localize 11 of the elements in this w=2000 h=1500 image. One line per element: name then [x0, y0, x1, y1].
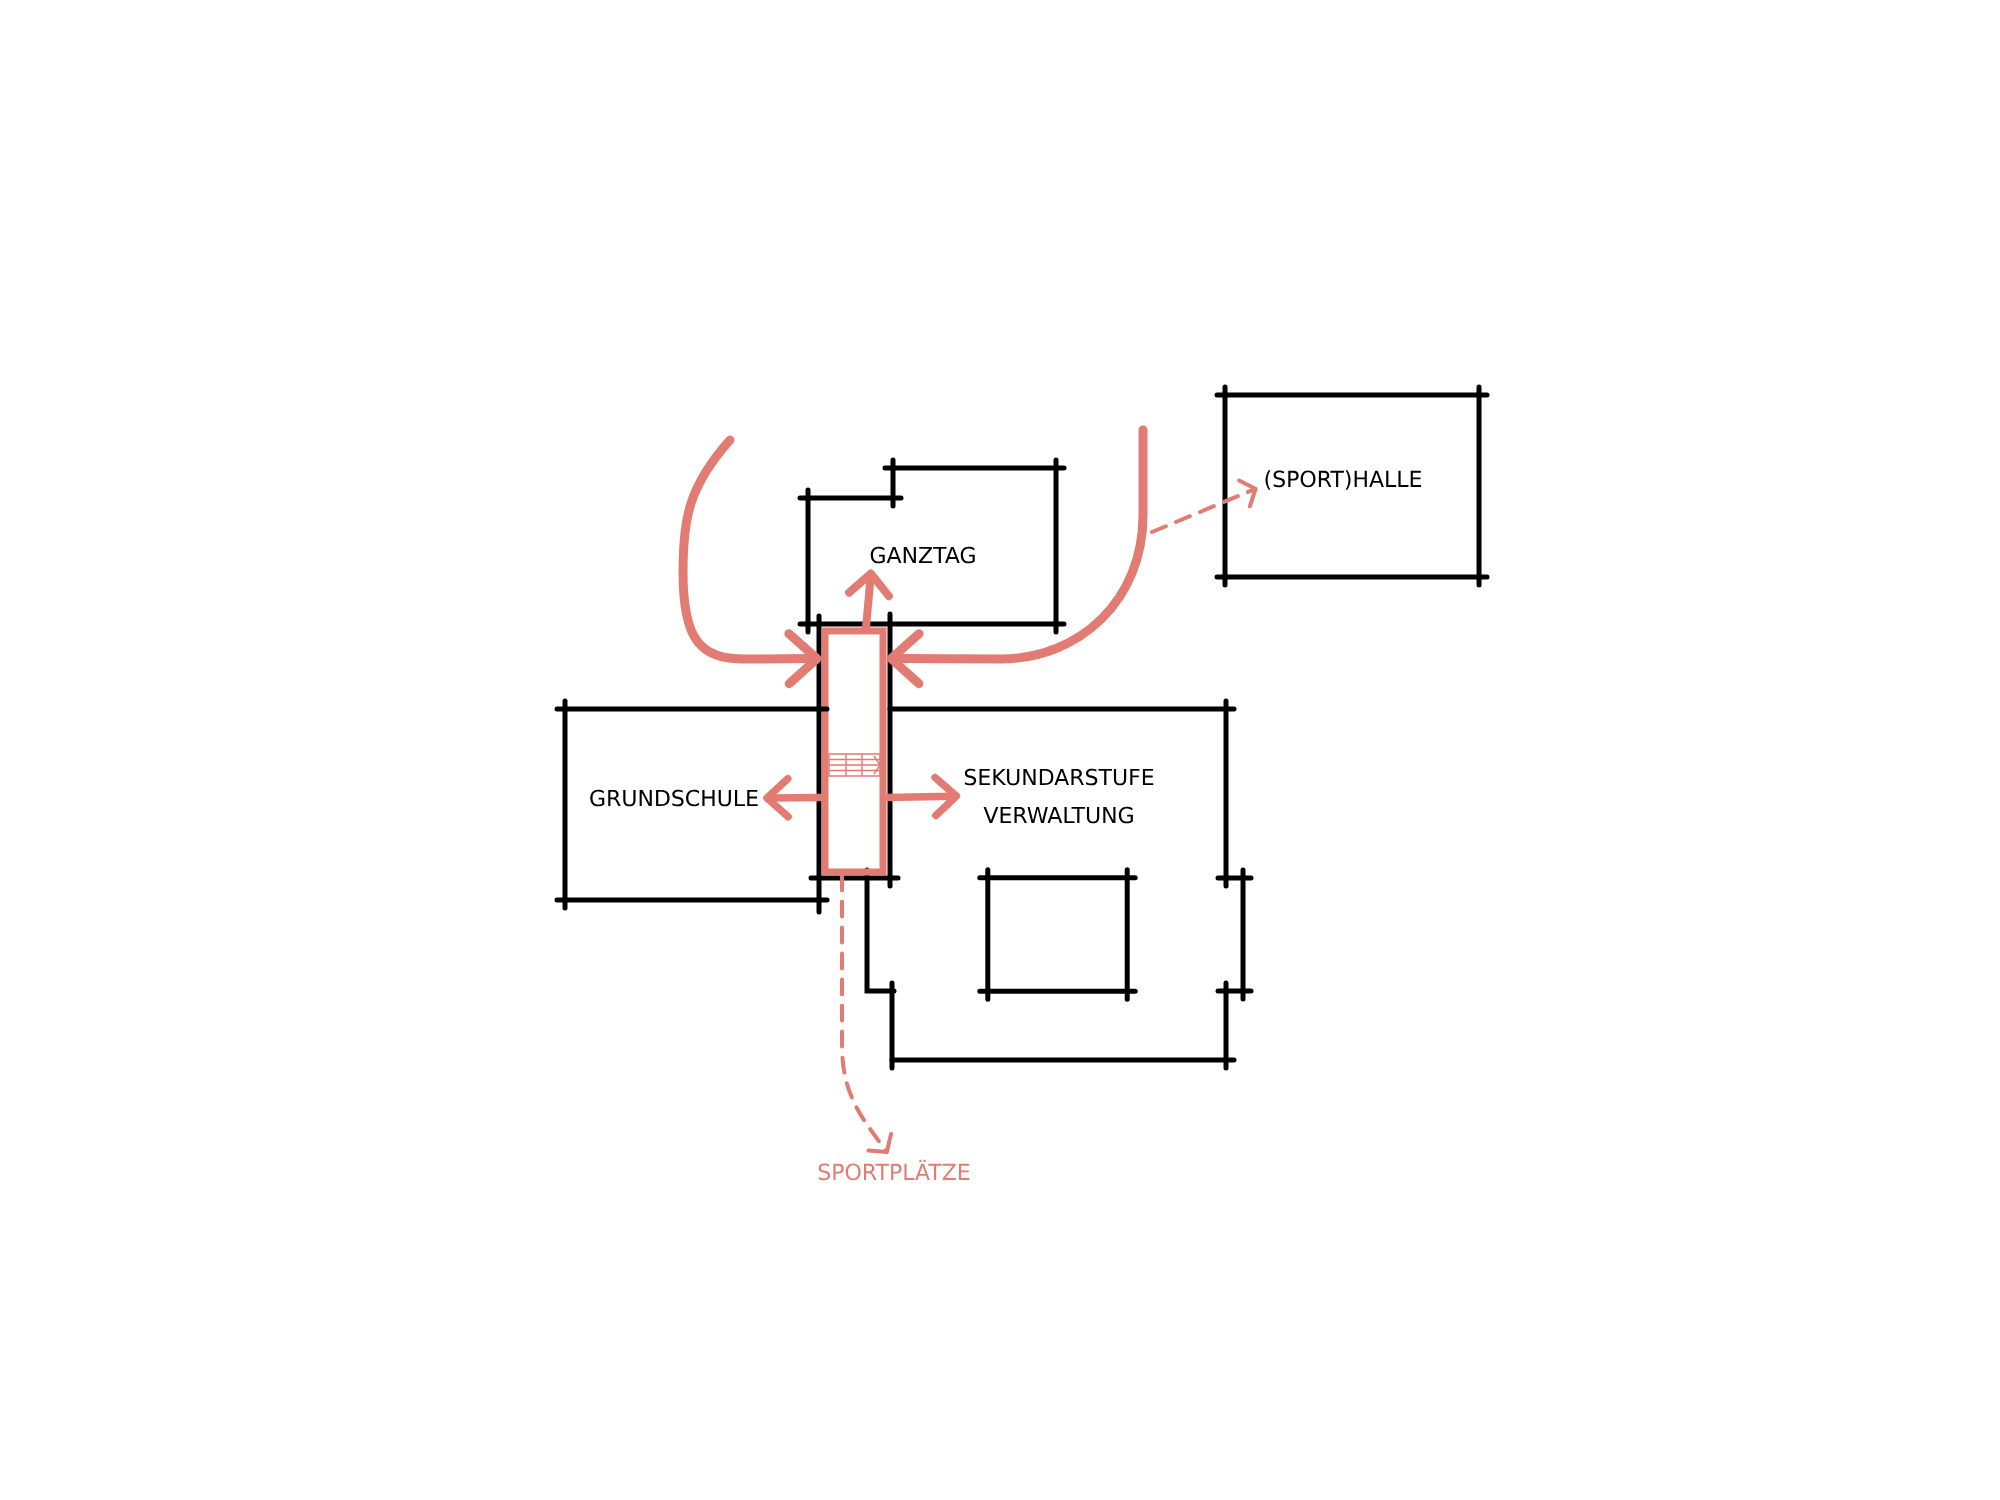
dashed-arrow [1150, 478, 1258, 534]
building-outline: GRUNDSCHULE [554, 698, 830, 911]
courtyard-outline [977, 867, 1138, 1002]
building-outline: SEKUNDARSTUFE VERWALTUNG [887, 698, 1254, 1071]
building-outline: GANZTAG [797, 457, 1067, 635]
place-label: SPORTPLÄTZE [818, 1159, 970, 1181]
building-outline: (SPORT)HALLE [1214, 384, 1490, 588]
corridor-outline [821, 627, 887, 876]
dashed-arrow [840, 873, 894, 1154]
curved-arrow [886, 425, 1148, 689]
curved-arrow [678, 435, 822, 689]
